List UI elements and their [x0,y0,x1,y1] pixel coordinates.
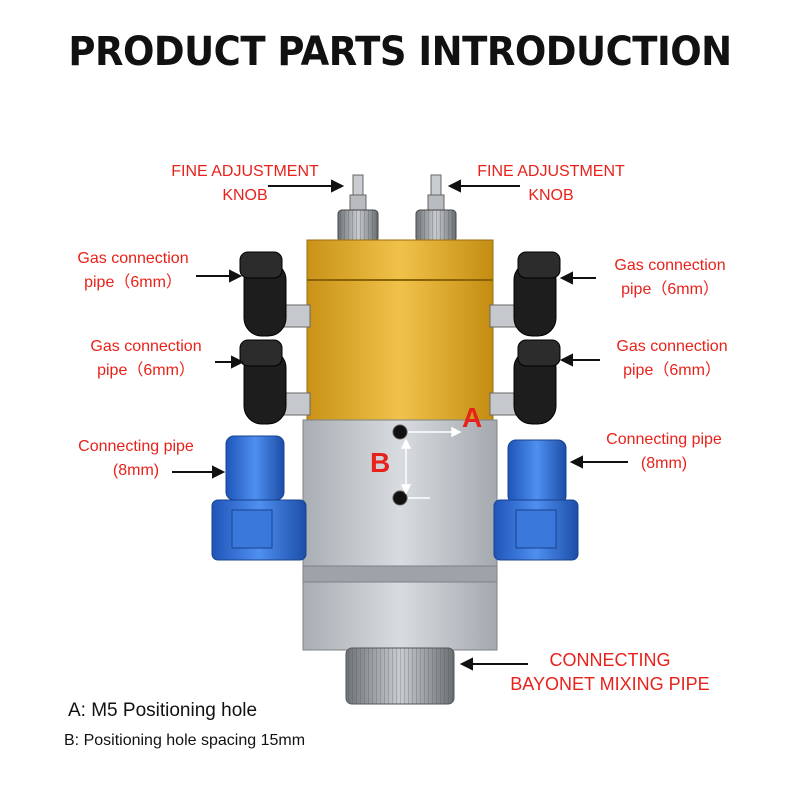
label-bayonet-mixing-pipe: CONNECTING BAYONET MIXING PIPE [510,650,710,694]
gold-valve-block [306,239,494,421]
note-a: A: M5 Positioning hole [68,700,258,721]
page-title: PRODUCT PARTS INTRODUCTION [68,28,732,75]
gas-fitting-lower-right [489,339,561,425]
gas-fitting-lower-left [239,339,311,425]
dimension-lines [400,426,462,499]
silver-body-block [302,419,498,567]
fine-adjustment-knob-left [337,174,379,243]
marker-a: A [462,402,483,433]
note-b: B: Positioning hole spacing 15mm [64,732,306,749]
gas-fitting-upper-right [489,251,561,337]
label-connecting-pipe-right: Connecting pipe (8mm) [606,431,722,472]
connecting-pipe-left [211,435,307,561]
marker-b: B [370,447,391,478]
bayonet-mixing-pipe [345,647,455,705]
label-gas-pipe-lower-right: Gas connection pipe（6mm） [616,338,728,379]
label-gas-pipe-upper-right: Gas connection pipe（6mm） [614,257,726,298]
silver-lower-block [302,565,498,651]
label-fine-adjustment-knob-right: FINE ADJUSTMENT KNOB [477,163,625,204]
label-gas-pipe-lower-left: Gas connection pipe（6mm） [90,338,202,379]
label-fine-adjustment-knob-left: FINE ADJUSTMENT KNOB [171,163,319,204]
leader-arrows [172,179,628,671]
connecting-pipe-right [493,439,579,561]
fine-adjustment-knob-right [415,174,457,243]
label-gas-pipe-upper-left: Gas connection pipe（6mm） [77,250,189,291]
gas-fitting-upper-left [239,251,311,337]
label-connecting-pipe-left: Connecting pipe (8mm) [78,438,194,479]
